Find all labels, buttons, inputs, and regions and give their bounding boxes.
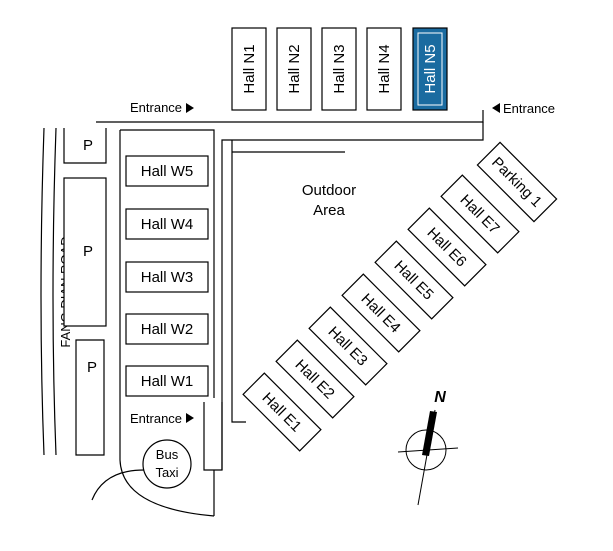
hall-n4[interactable]: Hall N4 (366, 27, 402, 111)
hall-n2-label: Hall N2 (286, 44, 303, 93)
compass: N (397, 389, 459, 506)
hall-n5-highlighted[interactable]: Hall N5 (412, 27, 448, 111)
taxi-label: Taxi (155, 465, 178, 480)
parking-label: P (87, 359, 97, 376)
parking-label: P (83, 137, 93, 154)
hall-n1[interactable]: Hall N1 (231, 27, 267, 111)
parking-lot-middle: P (63, 177, 107, 327)
parking-lot-bottom: P (75, 339, 105, 456)
hall-n3-label: Hall N3 (331, 44, 348, 93)
entrance-top-label: Entrance (130, 100, 182, 115)
outdoor-area-line2: Area (313, 202, 345, 219)
entrance-left[interactable]: Entrance (130, 411, 194, 426)
hall-n5-label: Hall N5 (422, 44, 439, 93)
hall-n2[interactable]: Hall N2 (276, 27, 312, 111)
hall-w4-label: Hall W4 (141, 216, 194, 233)
hall-w4[interactable]: Hall W4 (125, 208, 209, 240)
north-needle-icon (422, 411, 437, 456)
top-road (96, 110, 484, 470)
lower-left-road (91, 469, 145, 501)
parking-label: P (83, 243, 93, 260)
entrance-right-label: Entrance (503, 101, 555, 116)
bus-label: Bus (156, 447, 179, 462)
arrow-left-icon (492, 103, 500, 113)
hall-w3-label: Hall W3 (141, 269, 194, 286)
hall-w2[interactable]: Hall W2 (125, 313, 209, 345)
hall-w5-label: Hall W5 (141, 163, 194, 180)
entrance-right[interactable]: Entrance (492, 101, 555, 116)
hall-w3[interactable]: Hall W3 (125, 261, 209, 293)
outdoor-area: Outdoor Area (302, 182, 356, 219)
hall-w1[interactable]: Hall W1 (125, 365, 209, 397)
bus-taxi-stop[interactable]: Bus Taxi (142, 439, 192, 489)
hall-w2-label: Hall W2 (141, 321, 194, 338)
compass-north-label: N (434, 389, 446, 406)
hall-w1-label: Hall W1 (141, 373, 194, 390)
hall-n1-label: Hall N1 (241, 44, 258, 93)
arrow-right-icon (186, 413, 194, 423)
entrance-left-label: Entrance (130, 411, 182, 426)
arrow-right-icon (186, 103, 194, 113)
outdoor-area-line1: Outdoor (302, 182, 356, 199)
hall-n3[interactable]: Hall N3 (321, 27, 357, 111)
road-lines (40, 127, 57, 456)
hall-w5[interactable]: Hall W5 (125, 155, 209, 187)
entrance-top[interactable]: Entrance (130, 100, 194, 115)
parking-lot-top: P (63, 128, 107, 164)
hall-n4-label: Hall N4 (376, 44, 393, 93)
